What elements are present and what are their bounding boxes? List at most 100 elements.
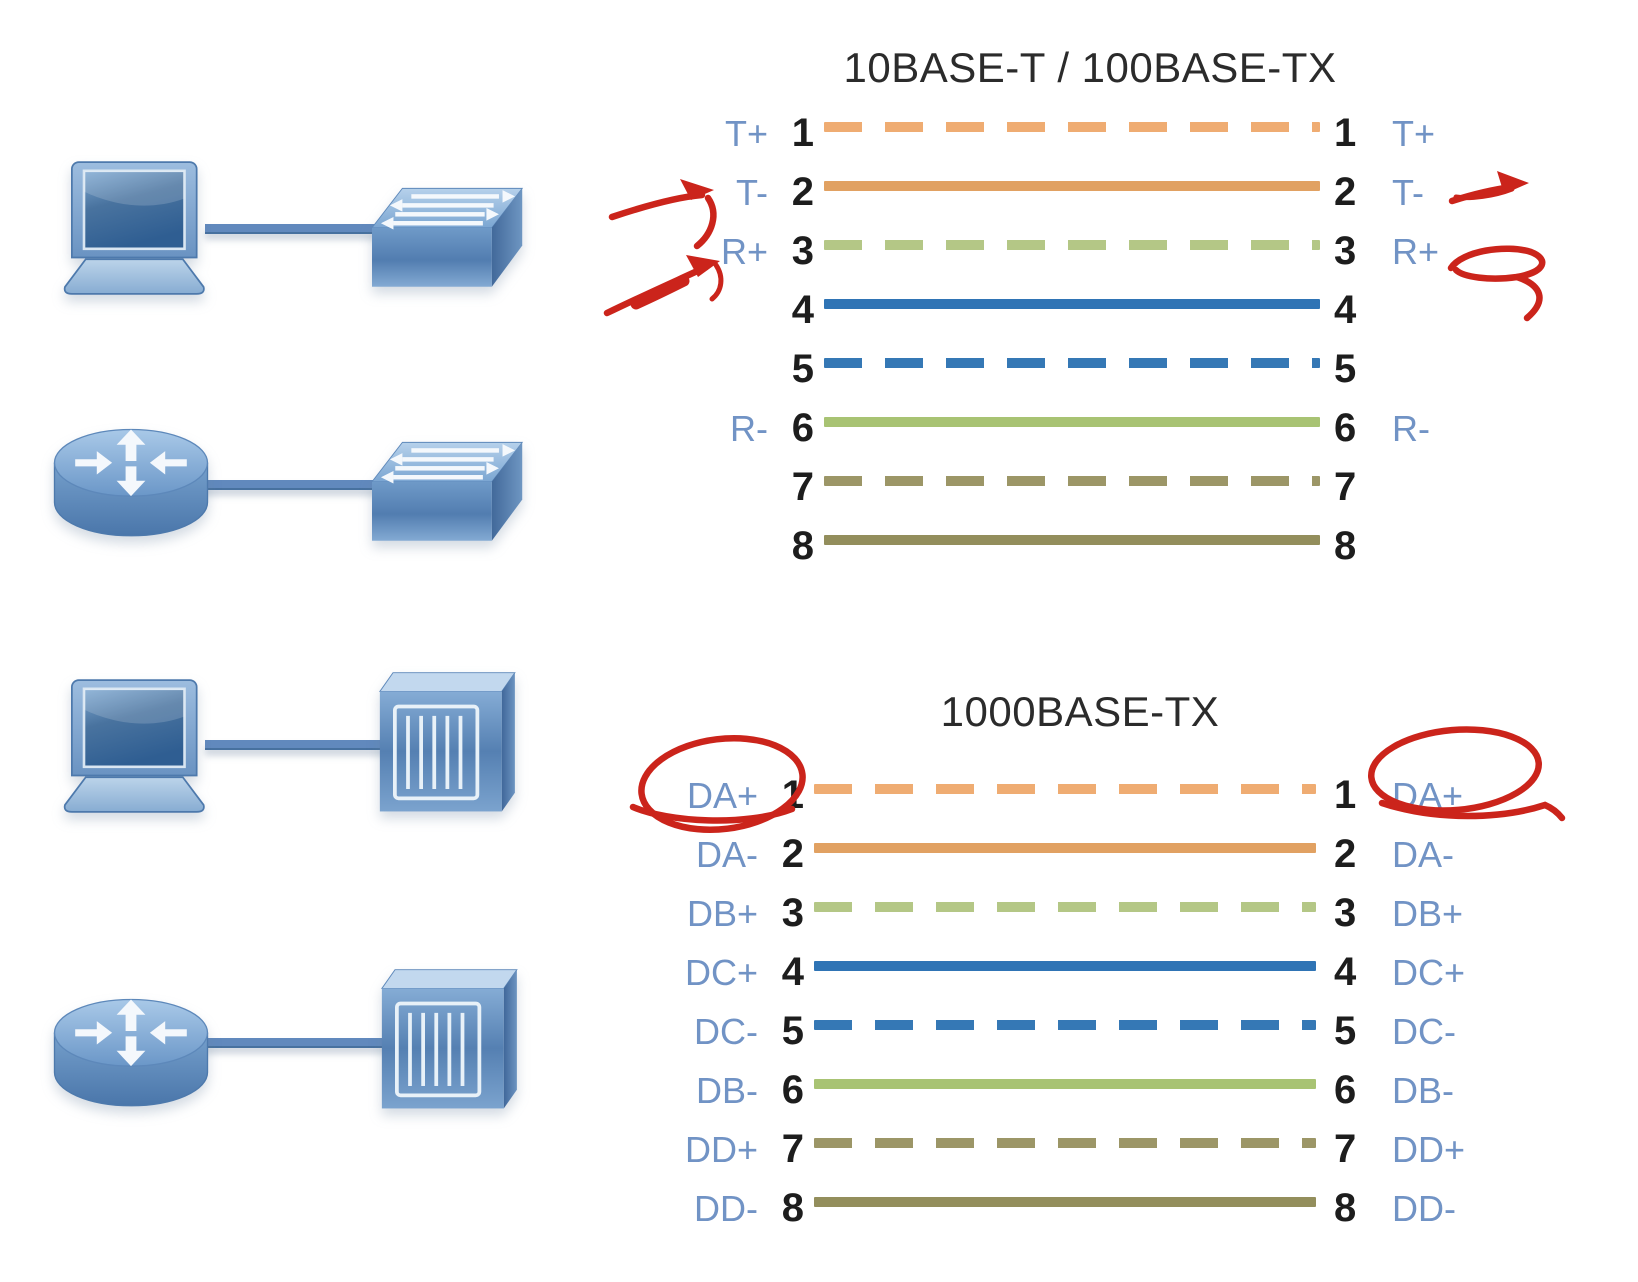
signal-label-left-pin6: R- — [730, 407, 768, 449]
pin-row-6: R- 6 6 R- — [690, 399, 1490, 458]
wire-pin-5-dashed — [824, 357, 1320, 368]
pin-number-left-3: 3 — [791, 229, 814, 273]
pin-row-7: DD+ 7 7 DD+ — [650, 1120, 1510, 1179]
pin-number-left-8: 8 — [781, 1186, 804, 1230]
wire-pin-3-dashed — [824, 239, 1320, 250]
pin-number-right-6: 6 — [1334, 406, 1357, 450]
pin-number-right-3: 3 — [1334, 229, 1357, 273]
pin-number-right-1: 1 — [1334, 111, 1357, 155]
pin-number-right-8: 8 — [1334, 524, 1357, 568]
signal-label-left-pin8: DD- — [694, 1187, 758, 1229]
switch-icon — [372, 438, 524, 546]
signal-label-right-pin1: T+ — [1392, 112, 1436, 154]
pin-number-right-6: 6 — [1334, 1068, 1357, 1112]
pin-number-right-7: 7 — [1334, 465, 1357, 509]
pin-number-left-5: 5 — [781, 1009, 804, 1053]
switch-icon — [372, 184, 524, 292]
pin-number-left-7: 7 — [791, 465, 814, 509]
wire-pin-1-dashed — [824, 121, 1320, 132]
pin-number-right-2: 2 — [1334, 832, 1357, 876]
signal-label-right-pin3: DB+ — [1392, 892, 1464, 934]
wire-pin-8-solid — [824, 534, 1320, 545]
pin-number-left-8: 8 — [791, 524, 814, 568]
router-icon — [50, 425, 212, 542]
wire-pin-6-solid — [814, 1078, 1316, 1089]
pin-number-left-4: 4 — [781, 950, 804, 994]
signal-label-right-pin6: R- — [1392, 407, 1430, 449]
pin-number-right-8: 8 — [1334, 1186, 1357, 1230]
wire-pin-5-dashed — [814, 1019, 1316, 1030]
ethernet-link-line — [205, 224, 385, 234]
signal-label-left-pin7: DD+ — [684, 1128, 758, 1170]
device-pair-laptop-to-switch — [0, 150, 545, 315]
laptop-icon — [58, 154, 214, 302]
pin-row-3: R+ 3 3 R+ — [690, 222, 1490, 281]
pin-row-3: DB+ 3 3 DB+ — [650, 884, 1510, 943]
ethernet-link-line — [200, 480, 385, 490]
signal-label-left-pin2: T- — [736, 171, 768, 213]
pin-number-left-1: 1 — [781, 773, 804, 817]
signal-label-right-pin8: DD- — [1392, 1187, 1456, 1229]
pin-number-left-7: 7 — [781, 1127, 804, 1171]
pin-row-1: DA+ 1 1 DA+ — [650, 766, 1510, 825]
pin-number-right-3: 3 — [1334, 891, 1357, 935]
signal-label-left-pin2: DA- — [696, 833, 758, 875]
pin-number-left-3: 3 — [781, 891, 804, 935]
signal-label-left-pin1: T+ — [724, 112, 768, 154]
wire-pin-7-dashed — [814, 1137, 1316, 1148]
pin-number-left-2: 2 — [781, 832, 804, 876]
pin-number-right-5: 5 — [1334, 347, 1357, 391]
signal-label-left-pin3: R+ — [720, 230, 768, 272]
laptop-icon — [58, 672, 214, 820]
signal-label-left-pin5: DC- — [694, 1010, 758, 1052]
pin-number-right-5: 5 — [1334, 1009, 1357, 1053]
pin-number-right-7: 7 — [1334, 1127, 1357, 1171]
pinout-title-10base-100base: 10BASE-T / 100BASE-TX — [843, 44, 1337, 91]
pin-number-left-5: 5 — [791, 347, 814, 391]
pin-number-left-6: 6 — [781, 1068, 804, 1112]
signal-label-right-pin1: DA+ — [1392, 774, 1464, 816]
signal-label-right-pin2: T- — [1392, 171, 1424, 213]
wire-pin-6-solid — [824, 416, 1320, 427]
wire-pin-2-solid — [824, 180, 1320, 191]
pin-number-left-1: 1 — [791, 111, 814, 155]
wire-pin-4-solid — [824, 298, 1320, 309]
wire-pin-2-solid — [814, 842, 1316, 853]
wire-pin-1-dashed — [814, 783, 1316, 794]
pin-number-right-1: 1 — [1334, 773, 1357, 817]
pin-row-4: DC+ 4 4 DC+ — [650, 943, 1510, 1002]
wire-pin-7-dashed — [824, 475, 1320, 486]
pin-row-1: T+ 1 1 T+ — [690, 104, 1490, 163]
ethernet-link-line — [205, 1038, 390, 1048]
signal-label-left-pin3: DB+ — [686, 892, 758, 934]
pinout-title-1000base: 1000BASE-TX — [940, 688, 1220, 735]
signal-label-right-pin3: R+ — [1392, 230, 1440, 272]
pin-number-right-4: 4 — [1334, 950, 1357, 994]
signal-label-left-pin1: DA+ — [686, 774, 758, 816]
signal-label-right-pin5: DC- — [1392, 1010, 1456, 1052]
device-pair-laptop-to-server — [0, 668, 545, 828]
signal-label-right-pin7: DD+ — [1392, 1128, 1466, 1170]
pin-row-5: DC- 5 5 DC- — [650, 1002, 1510, 1061]
server-icon — [378, 668, 528, 818]
device-pair-router-to-switch — [0, 420, 545, 570]
signal-label-left-pin4: DC+ — [684, 951, 758, 993]
pin-number-left-4: 4 — [791, 288, 814, 332]
pin-number-left-6: 6 — [791, 406, 814, 450]
wire-pin-3-dashed — [814, 901, 1316, 912]
pin-row-8: DD- 8 8 DD- — [650, 1179, 1510, 1238]
router-icon — [50, 995, 212, 1112]
device-pair-router-to-server — [0, 962, 545, 1122]
signal-label-right-pin4: DC+ — [1392, 951, 1466, 993]
ethernet-link-line — [205, 740, 390, 750]
pin-number-right-2: 2 — [1334, 170, 1357, 214]
server-icon — [380, 966, 530, 1114]
